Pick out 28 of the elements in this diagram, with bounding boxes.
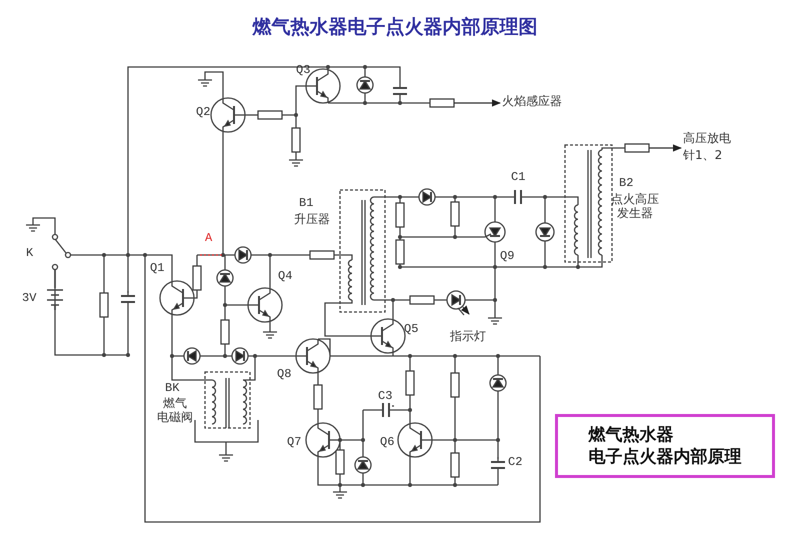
component-label: Q6 [380, 436, 394, 450]
output-label: 高压放电针1、2 [683, 130, 743, 164]
component-label: 燃气电磁阀 [157, 397, 193, 425]
output-label: 火焰感应器 [502, 93, 582, 109]
component-label: C3 [378, 390, 392, 404]
component-label: 点火高压发生器 [611, 193, 659, 221]
component-label: Q4 [278, 270, 292, 284]
component-label: 升压器 [294, 213, 330, 227]
component-label: Q9 [500, 250, 514, 264]
title-box: 燃气热水器电子点火器内部原理 [555, 414, 775, 478]
component-label: 3V [22, 292, 36, 306]
component-label: C1 [511, 171, 526, 185]
diagram-title: 燃气热水器电子点火器内部原理图 [251, 15, 538, 40]
component-label: Q8 [277, 368, 292, 382]
component-label: Q2 [196, 106, 210, 120]
component-label: B2 [619, 177, 634, 191]
component-label: A [205, 232, 212, 246]
component-label: C2 [508, 456, 522, 470]
component-label: 指示灯 [450, 330, 486, 344]
component-label: Q1 [150, 262, 164, 276]
component-label: B1 [299, 197, 314, 211]
component-label: K [26, 247, 34, 261]
component-label: Q3 [296, 64, 310, 78]
component-label: Q7 [287, 436, 302, 450]
component-label: BK [165, 382, 180, 396]
component-label: Q5 [404, 323, 418, 337]
arrow [649, 144, 682, 152]
arrow [454, 99, 501, 107]
